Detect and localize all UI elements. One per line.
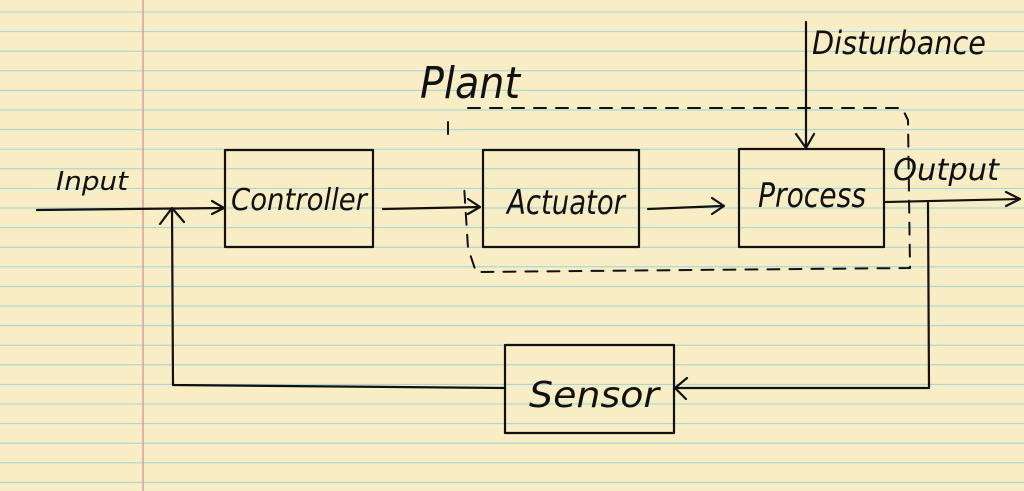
controller-label: Controller [231, 183, 369, 218]
controller-box [223, 148, 375, 249]
actuator-to-process-arrow [646, 196, 726, 216]
actuator-label: Actuator [505, 183, 626, 223]
disturbance-label: Disturbance [812, 24, 986, 62]
plant-label: Plant [420, 58, 522, 109]
process-label: Process [758, 176, 866, 216]
controller-to-actuator-arrow [381, 197, 482, 216]
feedback-to-sensor-path [673, 201, 931, 401]
feedback-to-input-path [158, 206, 507, 390]
output-label: Output [893, 153, 1000, 188]
actuator-box [481, 148, 641, 249]
sensor-box [503, 343, 676, 435]
input-label: Input [56, 167, 129, 197]
plant-boundary [447, 107, 911, 273]
process-box [737, 147, 886, 249]
sensor-label: Sensor [529, 375, 661, 416]
output-arrow [884, 190, 1022, 208]
